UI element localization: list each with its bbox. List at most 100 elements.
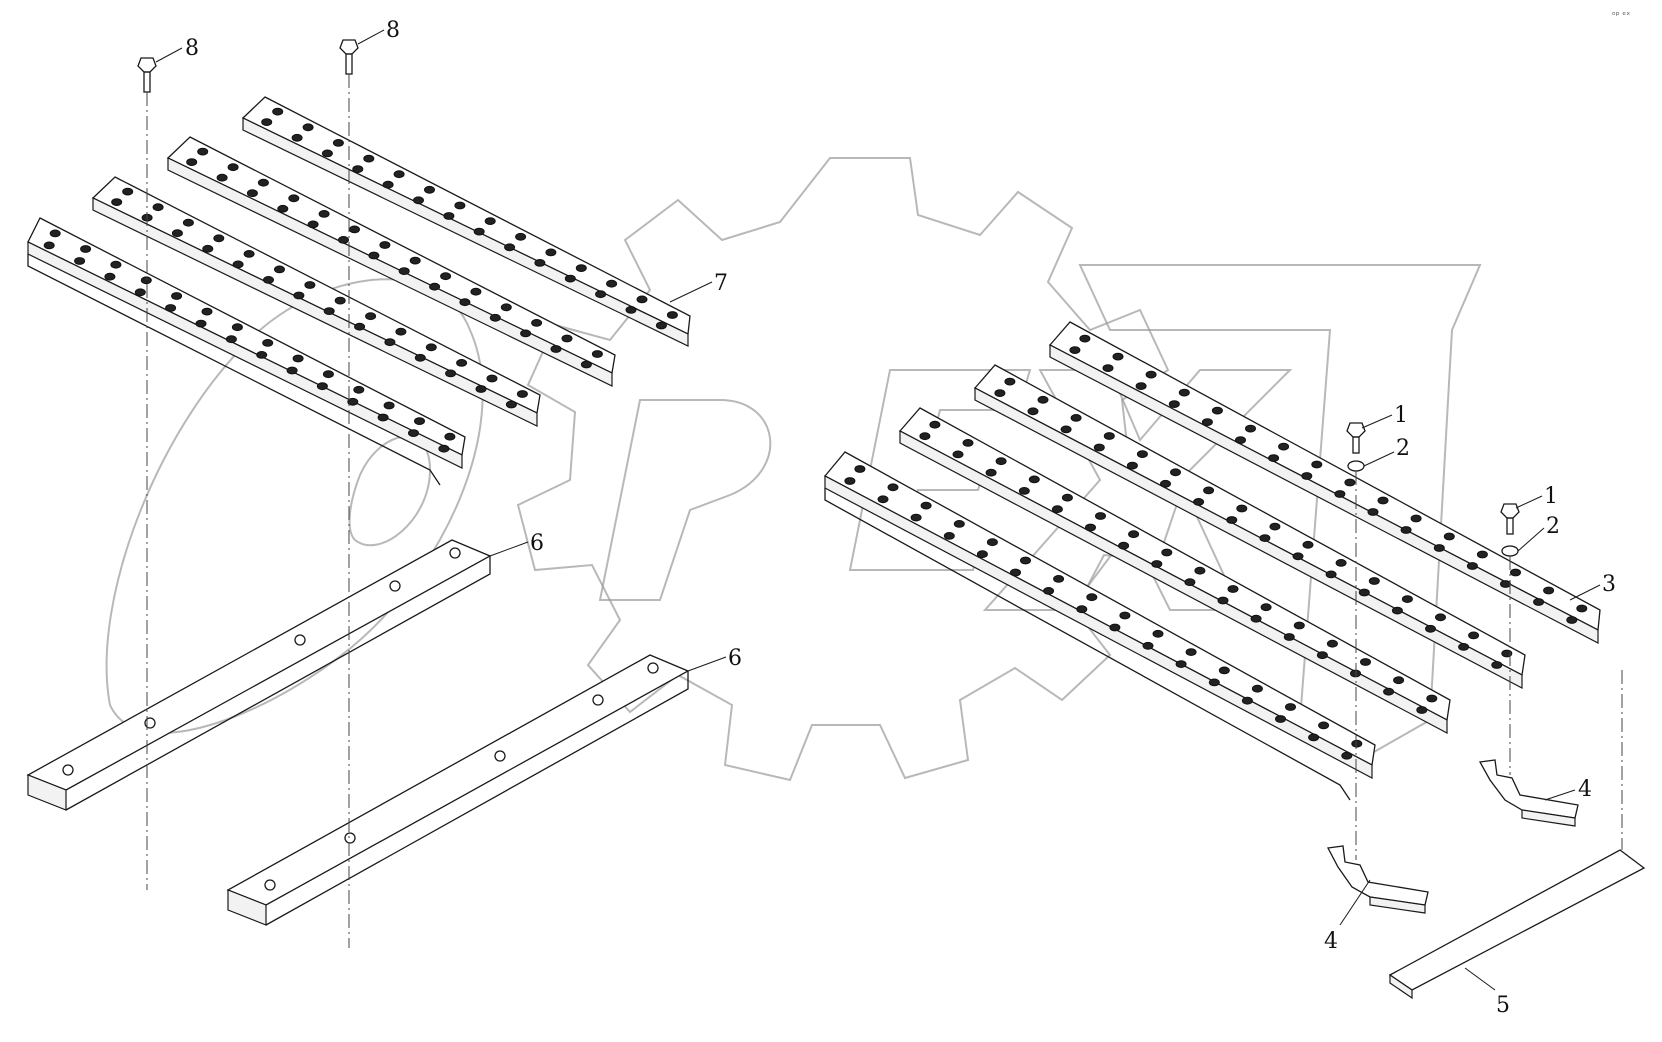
perforation-hole [910, 513, 922, 522]
perforation-hole [1377, 496, 1389, 505]
perforation-hole [291, 133, 303, 142]
perforation-hole [1510, 568, 1521, 577]
perforation-hole [225, 335, 237, 344]
perforation-hole [227, 163, 239, 172]
perforation-hole [134, 288, 146, 297]
perforation-hole [231, 323, 243, 332]
perforation-hole [1275, 715, 1286, 723]
corner-mark: ᵒᵖ ᵉˣ [1612, 11, 1630, 21]
perforation-hole [1118, 541, 1130, 550]
plate-5 [1388, 849, 1646, 1000]
perforation-hole [1533, 598, 1545, 606]
support-rail-upper [26, 539, 492, 811]
perforation-hole [1383, 687, 1395, 696]
perforation-hole [1259, 534, 1271, 542]
callout-8-right: 8 [386, 18, 400, 43]
perforation-hole [943, 532, 955, 540]
perforation-hole [520, 329, 532, 338]
centre-lines [146, 74, 1623, 948]
perforation-hole [232, 260, 244, 269]
perforation-hole [1102, 364, 1114, 373]
perforation-hole [377, 413, 389, 422]
perforation-hole [854, 465, 866, 473]
right-deck-holes [844, 334, 1588, 760]
left-deck-assembly [27, 96, 691, 486]
perforation-hole [1053, 575, 1065, 583]
perforation-hole [261, 118, 273, 126]
perforation-hole [475, 385, 487, 393]
perforation-hole [919, 432, 931, 441]
perforation-hole [1027, 407, 1039, 416]
perforation-hole [171, 229, 183, 238]
perforation-hole [213, 234, 225, 243]
bracket-4-upper [1478, 759, 1579, 827]
perforation-hole [575, 264, 587, 273]
perforation-hole [1401, 595, 1413, 603]
perforation-hole [545, 248, 557, 257]
perforation-hole [454, 201, 466, 210]
perforation-hole [877, 495, 889, 504]
perforation-hole [277, 204, 289, 213]
perforation-hole [1326, 639, 1338, 648]
perforation-hole [1160, 479, 1171, 488]
perforation-hole [429, 282, 441, 291]
perforation-hole [1069, 346, 1081, 355]
perforation-hole [1476, 550, 1488, 559]
left-deck-strip-2 [166, 136, 616, 387]
perforation-hole [383, 401, 395, 410]
perforation-hole [986, 538, 998, 547]
perforation-hole [1316, 651, 1328, 660]
perforation-hole [1292, 552, 1304, 561]
perforation-hole [349, 225, 360, 234]
perforation-hole [1194, 566, 1206, 575]
perforation-hole [424, 185, 435, 194]
perforation-hole [414, 353, 426, 362]
perforation-hole [484, 217, 496, 226]
perforation-hole [1235, 436, 1246, 445]
perforation-hole [302, 123, 314, 132]
perforation-hole [580, 360, 592, 369]
perforation-hole [1112, 352, 1124, 361]
perforation-hole [1076, 605, 1088, 614]
perforation-hole [1268, 454, 1280, 463]
perforation-hole [1500, 580, 1511, 588]
perforation-hole [1351, 739, 1363, 748]
perforation-hole [976, 550, 988, 559]
perforation-hole [274, 265, 285, 274]
perforation-hole [1004, 377, 1016, 386]
perforation-hole [80, 245, 92, 253]
perforation-hole [1095, 512, 1106, 520]
perforation-hole [1142, 641, 1154, 650]
perforation-hole [1360, 658, 1371, 666]
perforation-hole [1425, 624, 1436, 633]
bolt-1-right [1500, 503, 1520, 535]
perforation-hole [1466, 562, 1478, 570]
perforation-hole [595, 290, 607, 299]
perforation-hole [1227, 585, 1239, 593]
bolt-1-left [1346, 422, 1366, 454]
perforation-hole [473, 227, 485, 236]
perforation-hole [286, 366, 298, 375]
perforation-hole [293, 291, 305, 300]
perforation-hole [347, 397, 359, 406]
perforation-hole [202, 244, 214, 253]
perforation-hole [1226, 516, 1238, 524]
perforation-hole [111, 198, 123, 207]
perforation-hole [197, 147, 209, 156]
perforation-hole [516, 390, 528, 398]
callout-6-lower: 6 [728, 646, 742, 671]
perforation-hole [1435, 613, 1446, 622]
perforation-hole [322, 370, 334, 379]
perforation-hole [440, 272, 452, 281]
perforation-hole [995, 457, 1007, 466]
perforation-hole [1178, 388, 1190, 397]
perforation-hole [1458, 643, 1470, 651]
callout-7: 7 [714, 271, 728, 296]
perforation-hole [1576, 604, 1588, 613]
support-rail-lower [226, 654, 690, 926]
perforation-hole [952, 450, 964, 459]
perforation-hole [1283, 633, 1295, 641]
perforation-hole [246, 189, 258, 198]
perforation-hole [408, 429, 419, 438]
perforation-hole [459, 298, 471, 307]
